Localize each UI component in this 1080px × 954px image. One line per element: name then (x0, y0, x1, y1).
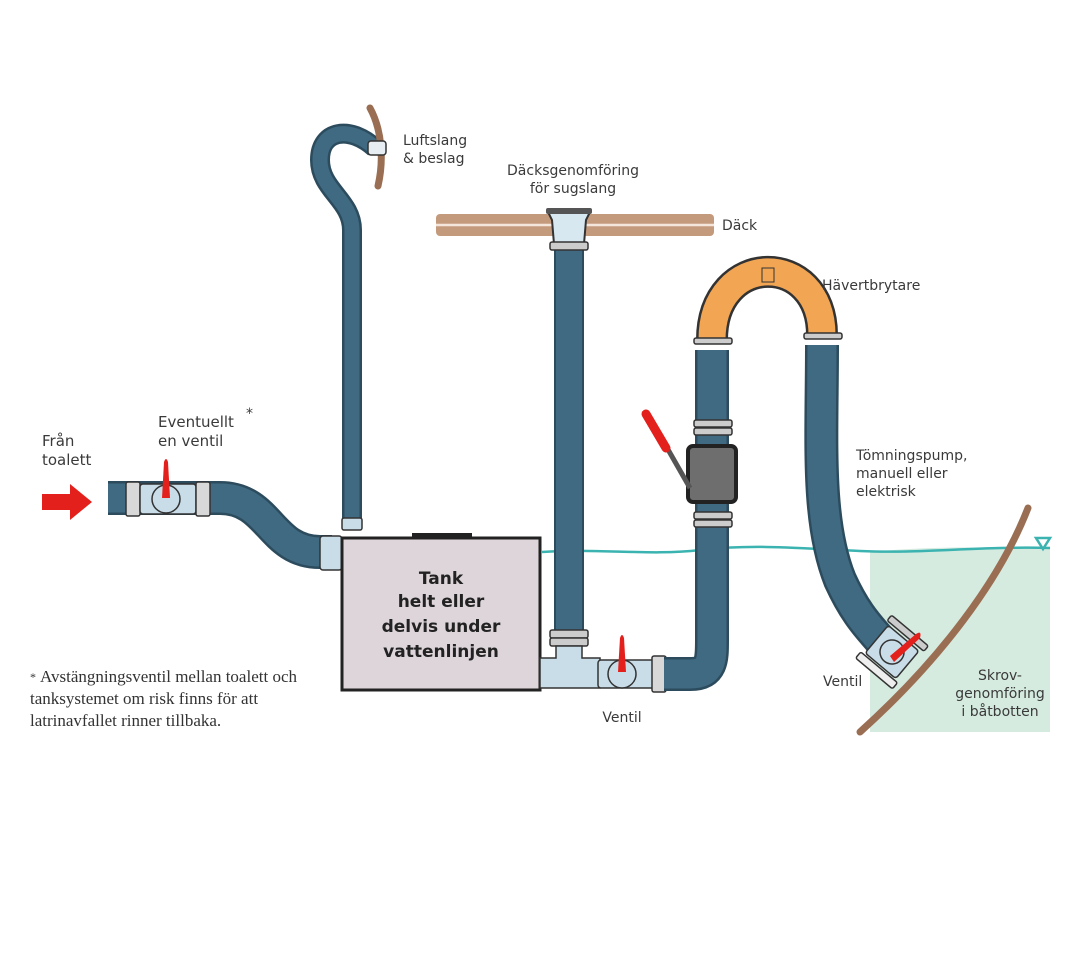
label-tank: Tank (419, 569, 464, 589)
suction-hose (546, 208, 592, 647)
label-optional-valve-mark: * (246, 406, 253, 422)
label-valve-bottom: Ventil (602, 710, 641, 726)
hull-valve (855, 615, 929, 689)
inlet-valve (125, 459, 211, 517)
label-siphon-breaker: Hävertbrytare (822, 278, 920, 294)
label-optional-valve-2: en ventil (158, 432, 223, 450)
label-from-toilet-2: toalett (42, 451, 92, 469)
label-hull-fitting-3: i båtbotten (961, 703, 1038, 720)
valve-handle (618, 635, 626, 672)
valve-handle (890, 632, 921, 662)
label-valve-hull: Ventil (823, 674, 862, 690)
footnote-mark: * (30, 670, 36, 684)
label-hull-fitting-2: genomföring (955, 686, 1044, 702)
discharge-hose (664, 344, 894, 691)
label-pump-3: elektrisk (856, 484, 917, 500)
label-from-toilet: Från (42, 432, 74, 450)
label-deck-fitting-2: för sugslang (530, 181, 616, 197)
hull (856, 504, 1032, 736)
inlet-hose (108, 481, 343, 571)
water-level-icon (1033, 536, 1053, 552)
inlet-arrow-icon (42, 484, 92, 520)
label-tank-2: helt eller (398, 592, 485, 612)
label-hull-fitting: Skrov- (978, 668, 1022, 684)
label-tank-3: delvis under (382, 617, 501, 637)
label-deck-fitting: Däcksgenomföring (507, 163, 639, 179)
label-pump-2: manuell eller (856, 466, 948, 482)
siphon-breaker (693, 255, 843, 345)
footnote-text: Avstängningsventil mellan toalett och ta… (30, 667, 297, 730)
valve-handle (162, 459, 170, 498)
label-deck: Däck (722, 218, 758, 234)
bottom-tee (539, 645, 601, 689)
tank (340, 533, 542, 692)
bottom-valve (597, 635, 667, 693)
label-air-hose: Luftslang (403, 133, 467, 149)
air-hose (309, 104, 387, 531)
pump (641, 409, 738, 528)
sea-area (870, 547, 1050, 732)
footnote: *Avstängningsventil mellan toalett och t… (30, 666, 300, 732)
label-pump: Tömningspump, (855, 448, 967, 464)
water-line (541, 545, 1051, 554)
label-tank-4: vattenlinjen (383, 642, 499, 662)
label-air-hose-2: & beslag (403, 151, 465, 167)
label-optional-valve: Eventuellt (158, 413, 234, 431)
